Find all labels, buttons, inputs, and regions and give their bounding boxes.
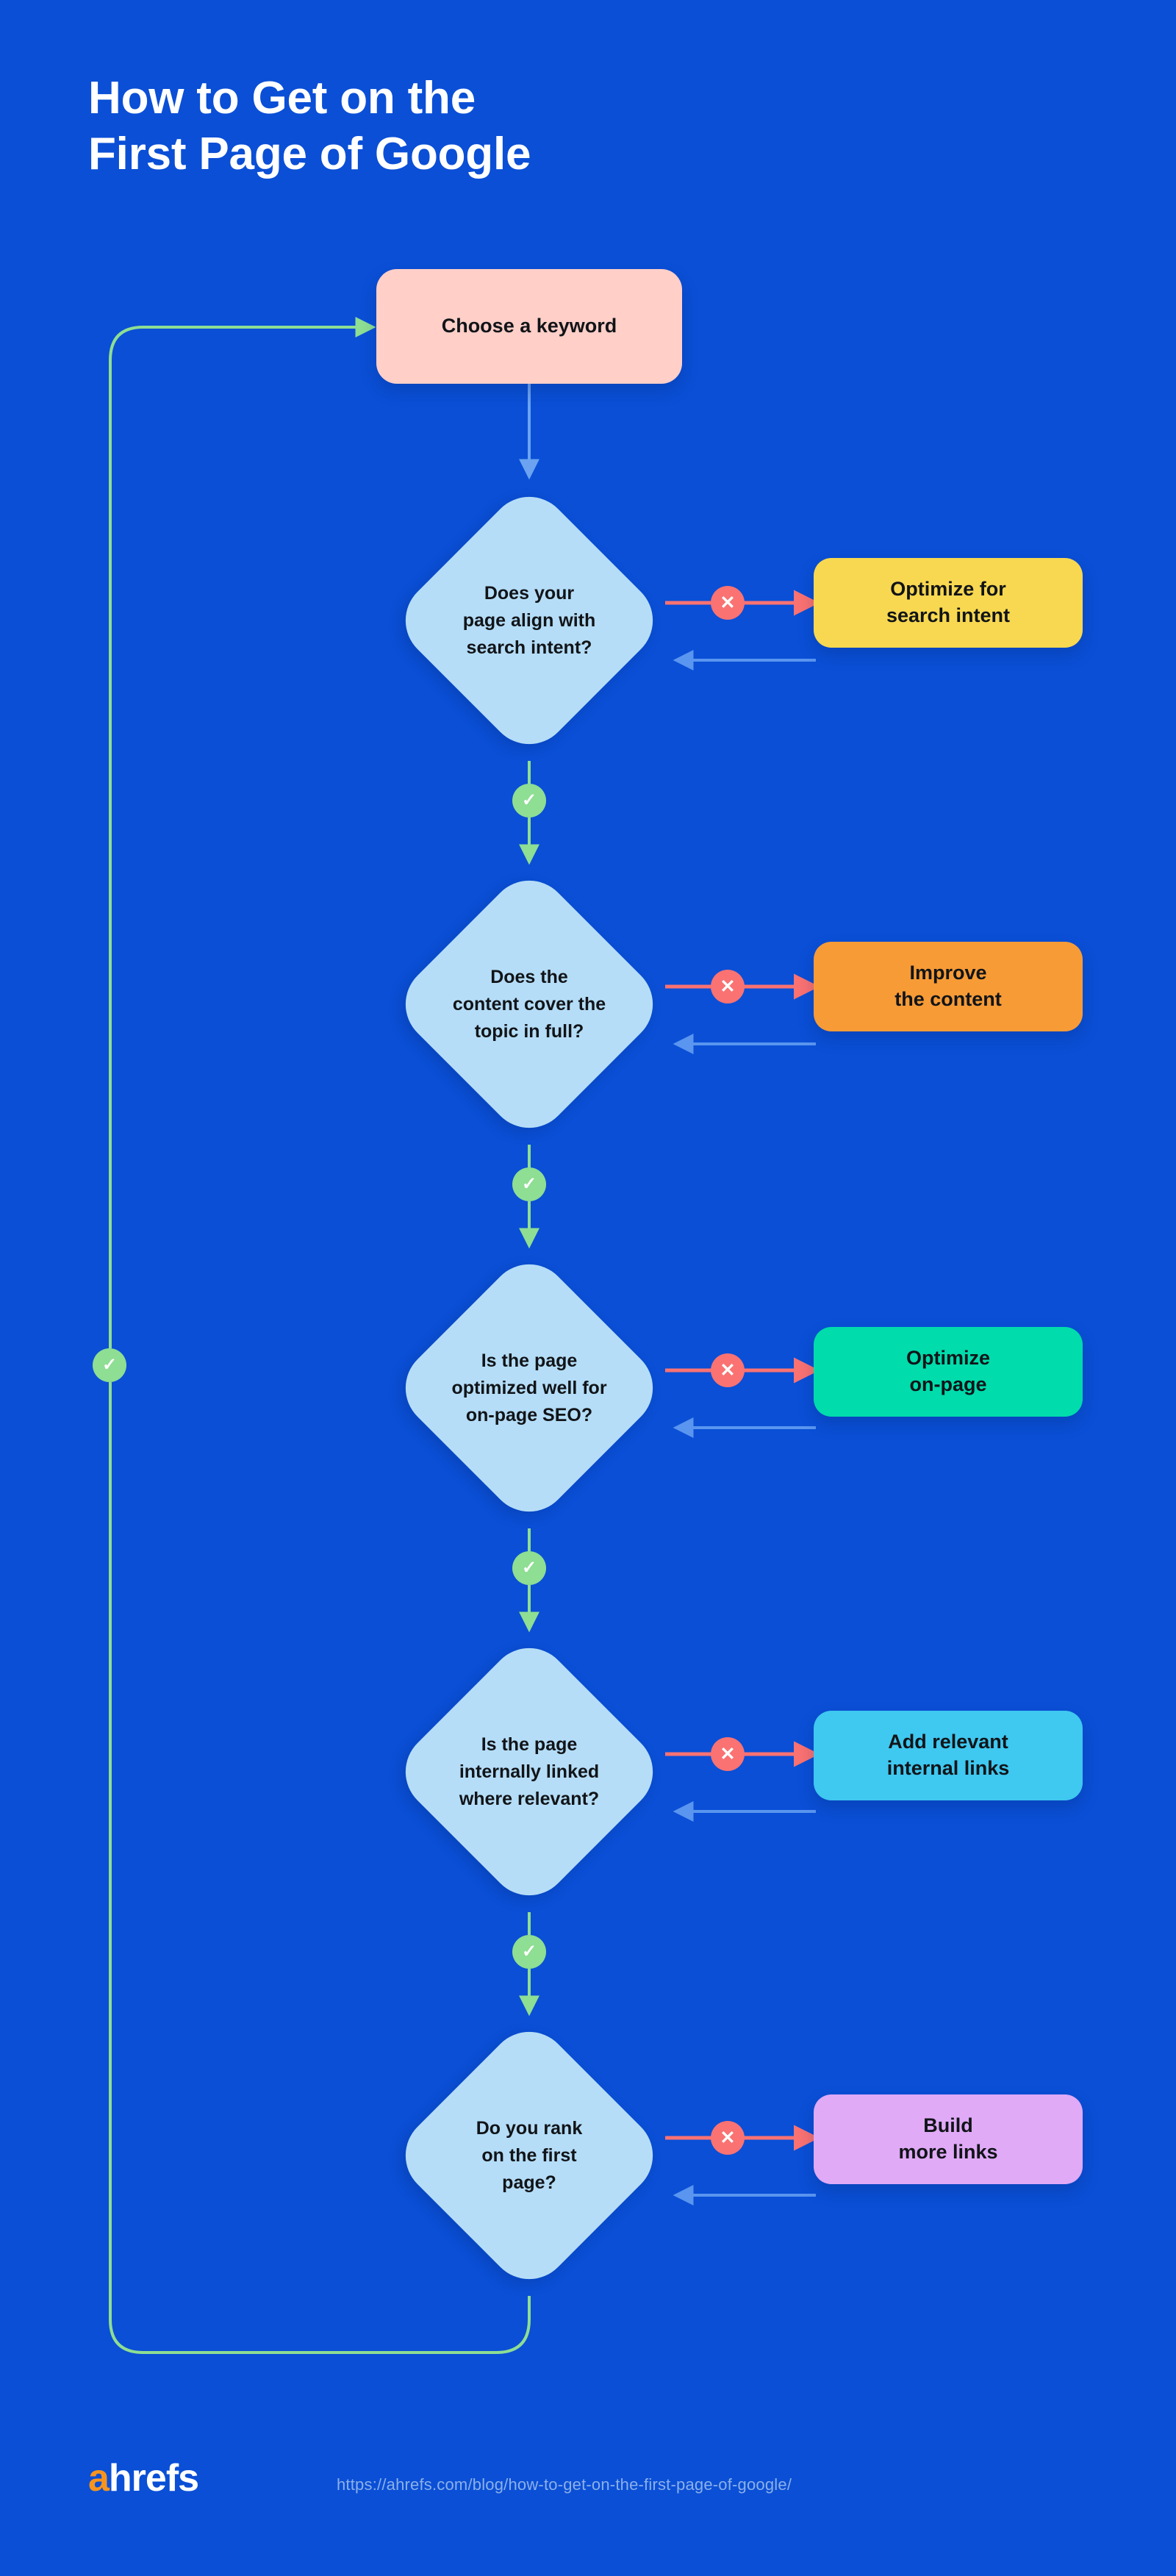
- action-node-build-more-links[interactable]: Build more links: [814, 2094, 1083, 2184]
- no-badge-icon: ✕: [711, 586, 745, 620]
- decision-label: Does your page align with search intent?: [462, 582, 596, 658]
- ahrefs-logo[interactable]: ahrefs: [88, 2457, 199, 2500]
- decision-node-internal-links[interactable]: Is the page internally linked where rele…: [389, 1631, 670, 1912]
- no-badge-icon: ✕: [711, 970, 745, 1003]
- page-title-line-1: How to Get on the: [88, 73, 476, 124]
- no-badge-icon: ✕: [711, 2121, 745, 2155]
- action-node-improve-content[interactable]: Improve the content: [814, 942, 1083, 1031]
- action-node-optimize-search-intent[interactable]: Optimize for search intent: [814, 558, 1083, 648]
- check-icon: ✓: [521, 1174, 537, 1194]
- action-node-label: Build more links: [898, 2114, 998, 2163]
- check-icon: ✓: [521, 1942, 537, 1961]
- decision-label: Do you rank on the first page?: [476, 2117, 583, 2193]
- action-node-optimize-on-page[interactable]: Optimize on-page: [814, 1327, 1083, 1417]
- yes-badge-icon: ✓: [512, 1167, 546, 1201]
- decision-label-wrap: Does the content cover the topic in full…: [389, 864, 670, 1145]
- decision-label-wrap: Do you rank on the first page?: [389, 2015, 670, 2296]
- action-node-add-internal-links[interactable]: Add relevant internal links: [814, 1711, 1083, 1800]
- decision-label-wrap: Does your page align with search intent?: [389, 480, 670, 761]
- decision-node-content-coverage[interactable]: Does the content cover the topic in full…: [389, 864, 670, 1145]
- decision-label-wrap: Is the page internally linked where rele…: [389, 1631, 670, 1912]
- source-url[interactable]: https://ahrefs.com/blog/how-to-get-on-th…: [337, 2475, 792, 2494]
- action-node-label: Optimize for search intent: [886, 578, 1011, 626]
- logo-word-hrefs: hrefs: [108, 2457, 199, 2500]
- action-node-label: Improve the content: [894, 962, 1002, 1010]
- decision-node-on-page-seo[interactable]: Is the page optimized well for on-page S…: [389, 1248, 670, 1528]
- decision-node-search-intent[interactable]: Does your page align with search intent?: [389, 480, 670, 761]
- start-node-choose-keyword[interactable]: Choose a keyword: [376, 269, 682, 384]
- wire-loop-back: [109, 317, 531, 2354]
- check-icon: ✓: [521, 1558, 537, 1578]
- decision-label-wrap: Is the page optimized well for on-page S…: [389, 1248, 670, 1528]
- action-node-label: Optimize on-page: [906, 1347, 990, 1395]
- decision-label: Is the page internally linked where rele…: [459, 1734, 600, 1809]
- logo-letter-a: a: [88, 2457, 110, 2500]
- cross-icon: ✕: [720, 1743, 736, 1764]
- yes-badge-icon: ✓: [512, 1551, 546, 1585]
- decision-node-ranking[interactable]: Do you rank on the first page?: [389, 2015, 670, 2296]
- page-title: How to Get on the First Page of Google: [88, 71, 750, 182]
- decision-label: Is the page optimized well for on-page S…: [451, 1350, 607, 1425]
- yes-badge-icon: ✓: [512, 784, 546, 817]
- yes-badge-icon: ✓: [512, 1935, 546, 1969]
- cross-icon: ✕: [720, 592, 736, 613]
- start-node-label: Choose a keyword: [441, 315, 617, 337]
- cross-icon: ✕: [720, 1359, 736, 1381]
- page-title-line-2: First Page of Google: [88, 128, 531, 179]
- no-badge-icon: ✕: [711, 1353, 745, 1387]
- decision-label: Does the content cover the topic in full…: [452, 966, 606, 1042]
- loop-yes-badge-icon: ✓: [93, 1348, 126, 1382]
- cross-icon: ✕: [720, 2127, 736, 2148]
- check-icon: ✓: [101, 1355, 118, 1375]
- footer: ahrefs https://ahrefs.com/blog/how-to-ge…: [88, 2459, 1117, 2518]
- cross-icon: ✕: [720, 976, 736, 997]
- action-node-label: Add relevant internal links: [886, 1731, 1010, 1779]
- check-icon: ✓: [521, 790, 537, 810]
- no-badge-icon: ✕: [711, 1737, 745, 1771]
